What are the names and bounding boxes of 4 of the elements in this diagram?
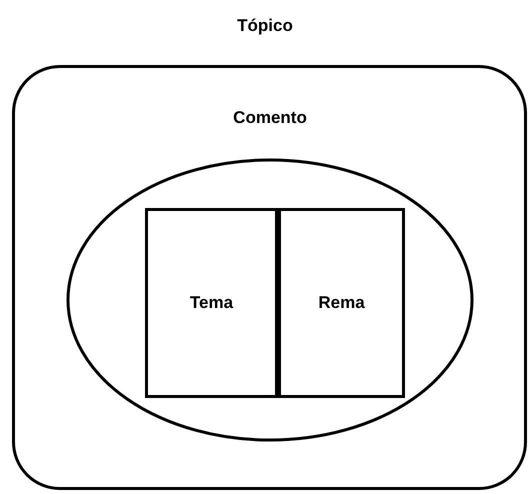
topic-heading: Tópico <box>237 16 293 36</box>
text-box: Tema <box>145 208 278 398</box>
comment-heading: Comento <box>233 108 307 128</box>
text-box: Rema <box>278 208 405 398</box>
